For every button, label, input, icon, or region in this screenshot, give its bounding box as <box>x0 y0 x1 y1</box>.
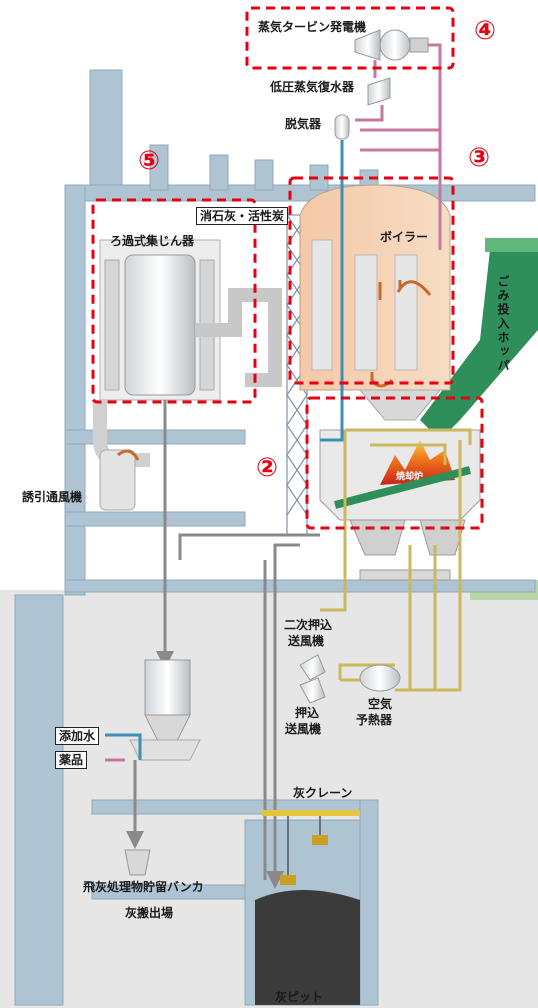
incinerator <box>319 429 481 581</box>
mix-pipes <box>105 733 142 762</box>
ash-crane-label: 灰クレーン <box>293 786 353 800</box>
marker-4: ④ <box>474 16 497 46</box>
ash-out-label: 灰搬出場 <box>125 906 174 920</box>
bag-filter <box>93 239 282 467</box>
hopper-crane <box>485 238 538 252</box>
garbage-hopper <box>420 250 538 440</box>
chemicals-label: 薬品 <box>55 751 88 769</box>
ash-crane <box>262 810 360 885</box>
ash-pipes <box>126 400 320 889</box>
marker-2: ② <box>256 453 279 483</box>
ash-pile <box>255 890 360 1005</box>
dashed-callouts <box>91 6 484 530</box>
steam-pipes <box>320 43 442 442</box>
marker-3: ③ <box>468 143 491 173</box>
secondary-fan-label-2: 送風機 <box>288 634 325 648</box>
forced-fan-label-2: 送風機 <box>285 722 322 736</box>
deaerator <box>334 114 350 140</box>
induced-draft-fan <box>99 449 140 511</box>
hopper-label: ごみ投入ホッパ <box>496 275 510 373</box>
deaerator-label: 脱気器 <box>285 117 322 131</box>
bag-filter-label: ろ過式集じん器 <box>110 234 195 248</box>
secondary-fan <box>299 654 326 681</box>
fly-ash-bunker-label: 飛灰処理物貯留バンカ <box>83 880 204 894</box>
air-preheater <box>359 664 401 692</box>
air-heater-label-1: 空気 <box>368 697 393 711</box>
fly-ash-silo <box>124 659 201 876</box>
lime-label: 消石灰・活性炭 <box>196 207 289 225</box>
boiler-label: ボイラー <box>380 230 429 244</box>
idf-label: 誘引通風機 <box>22 490 83 504</box>
turbine-label: 蒸気タービン発電機 <box>258 20 367 34</box>
air-heater-label-2: 予熱器 <box>356 713 393 727</box>
air-pipes <box>320 428 472 692</box>
boiler <box>299 184 451 421</box>
condenser-label: 低圧蒸気復水器 <box>270 80 355 94</box>
ash-pit-label: 灰ピット <box>275 990 324 1004</box>
turbine-generator <box>354 29 429 61</box>
forced-fan <box>299 677 326 704</box>
incinerator-label: 焼却炉 <box>396 472 424 482</box>
water-label: 添加水 <box>55 727 100 745</box>
secondary-fan-label-1: 二次押込 <box>284 618 333 632</box>
condenser <box>367 77 391 106</box>
marker-5: ⑤ <box>138 146 161 176</box>
forced-fan-label-1: 押込 <box>295 706 320 720</box>
